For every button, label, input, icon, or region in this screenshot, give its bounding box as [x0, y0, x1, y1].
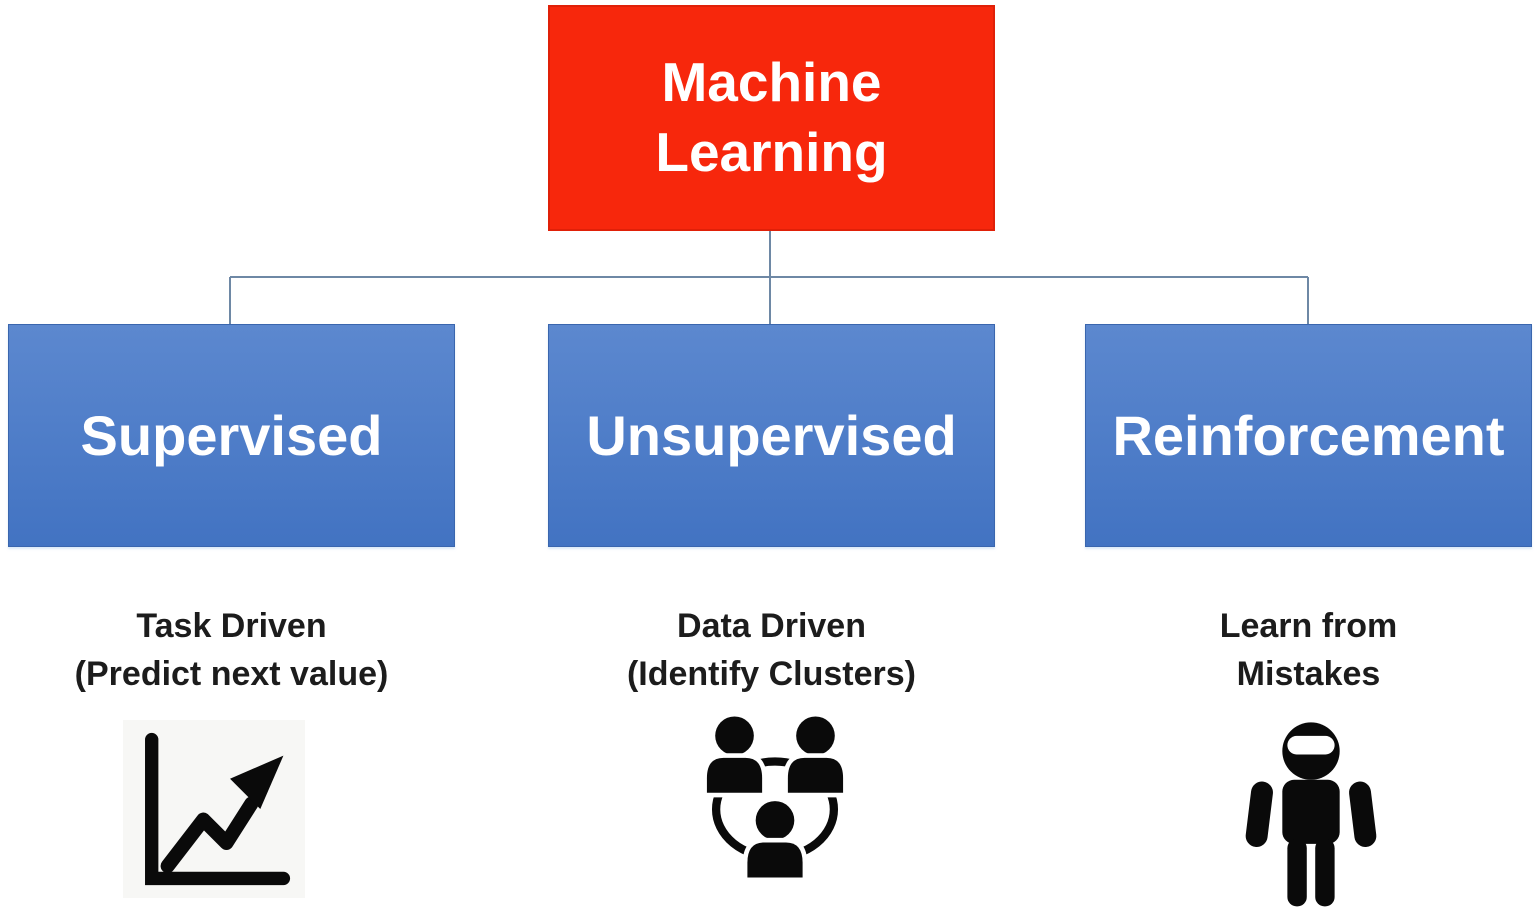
sub-label-line1: Data Driven: [677, 607, 866, 645]
sub-label-line2: (Identify Clusters): [626, 655, 917, 694]
root-label-line2: Learning: [655, 121, 888, 183]
branch-node-reinforcement: Reinforcement: [1085, 324, 1532, 547]
root-label-line1: Machine: [661, 51, 882, 114]
sub-label-unsupervised: Data Driven (Identify Clusters): [548, 602, 995, 699]
branch-label: Unsupervised: [586, 404, 957, 467]
root-node-machine-learning: Machine Learning: [548, 5, 995, 231]
robot-icon: [1226, 714, 1396, 908]
sub-label-line2: Mistakes: [1236, 655, 1381, 694]
sub-label-reinforcement: Learn from Mistakes: [1085, 602, 1532, 699]
branch-label: Supervised: [80, 404, 383, 467]
branch-label: Reinforcement: [1112, 404, 1505, 467]
sub-label-line2: (Predict next value): [74, 655, 389, 694]
sub-label-line1: Task Driven: [136, 607, 327, 645]
branch-node-supervised: Supervised: [8, 324, 455, 547]
trend-chart-icon: [123, 720, 305, 898]
sub-label-supervised: Task Driven (Predict next value): [8, 602, 455, 699]
sub-label-line1: Learn from: [1219, 607, 1398, 645]
cluster-people-icon: [681, 710, 869, 894]
branch-node-unsupervised: Unsupervised: [548, 324, 995, 547]
